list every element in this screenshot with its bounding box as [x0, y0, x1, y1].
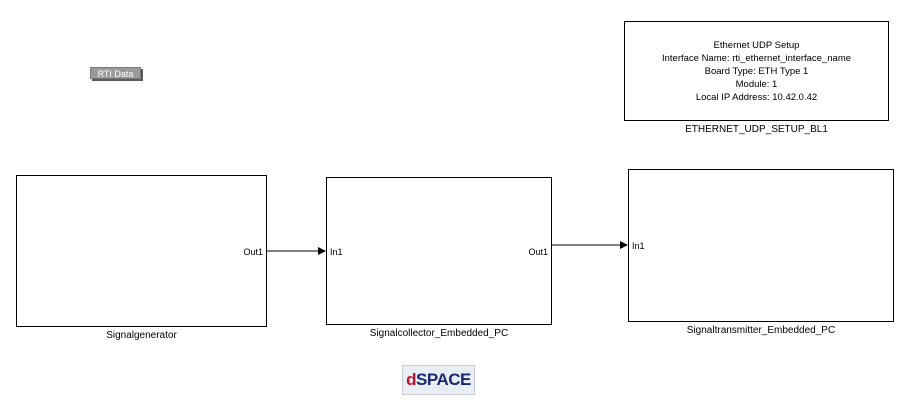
rti-data-tag[interactable]: RTI Data	[90, 67, 141, 79]
arrowhead-transmitter-in	[620, 241, 628, 249]
signalgenerator-block[interactable]: Out1	[16, 175, 267, 327]
arrowhead-collector-in	[318, 247, 326, 255]
signaltransmitter-caption: Signaltransmitter_Embedded_PC	[686, 325, 836, 336]
signalgenerator-caption: Signalgenerator	[106, 330, 177, 341]
signalcollector-in-port: In1	[330, 247, 343, 257]
udp-setup-caption: ETHERNET_UDP_SETUP_BL1	[685, 124, 828, 135]
udp-setup-title: Ethernet UDP Setup	[713, 39, 800, 51]
dspace-logo-d: d	[406, 370, 417, 389]
signaltransmitter-block[interactable]: In1	[628, 169, 894, 322]
udp-interface-name: Interface Name: rti_ethernet_interface_n…	[661, 52, 852, 64]
signalcollector-block[interactable]: In1 Out1	[326, 177, 552, 325]
udp-local-ip: Local IP Address: 10.42.0.42	[695, 91, 818, 103]
signalgenerator-out-port: Out1	[243, 247, 263, 257]
udp-module: Module: 1	[735, 78, 778, 90]
ethernet-udp-setup-block[interactable]: Ethernet UDP Setup Interface Name: rti_e…	[624, 21, 889, 121]
udp-board-type: Board Type: ETH Type 1	[704, 65, 809, 77]
signalcollector-caption: Signalcollector_Embedded_PC	[369, 328, 509, 339]
signaltransmitter-in-port: In1	[632, 241, 645, 251]
signalcollector-out-port: Out1	[528, 247, 548, 257]
dspace-logo-space: SPACE	[416, 370, 471, 389]
